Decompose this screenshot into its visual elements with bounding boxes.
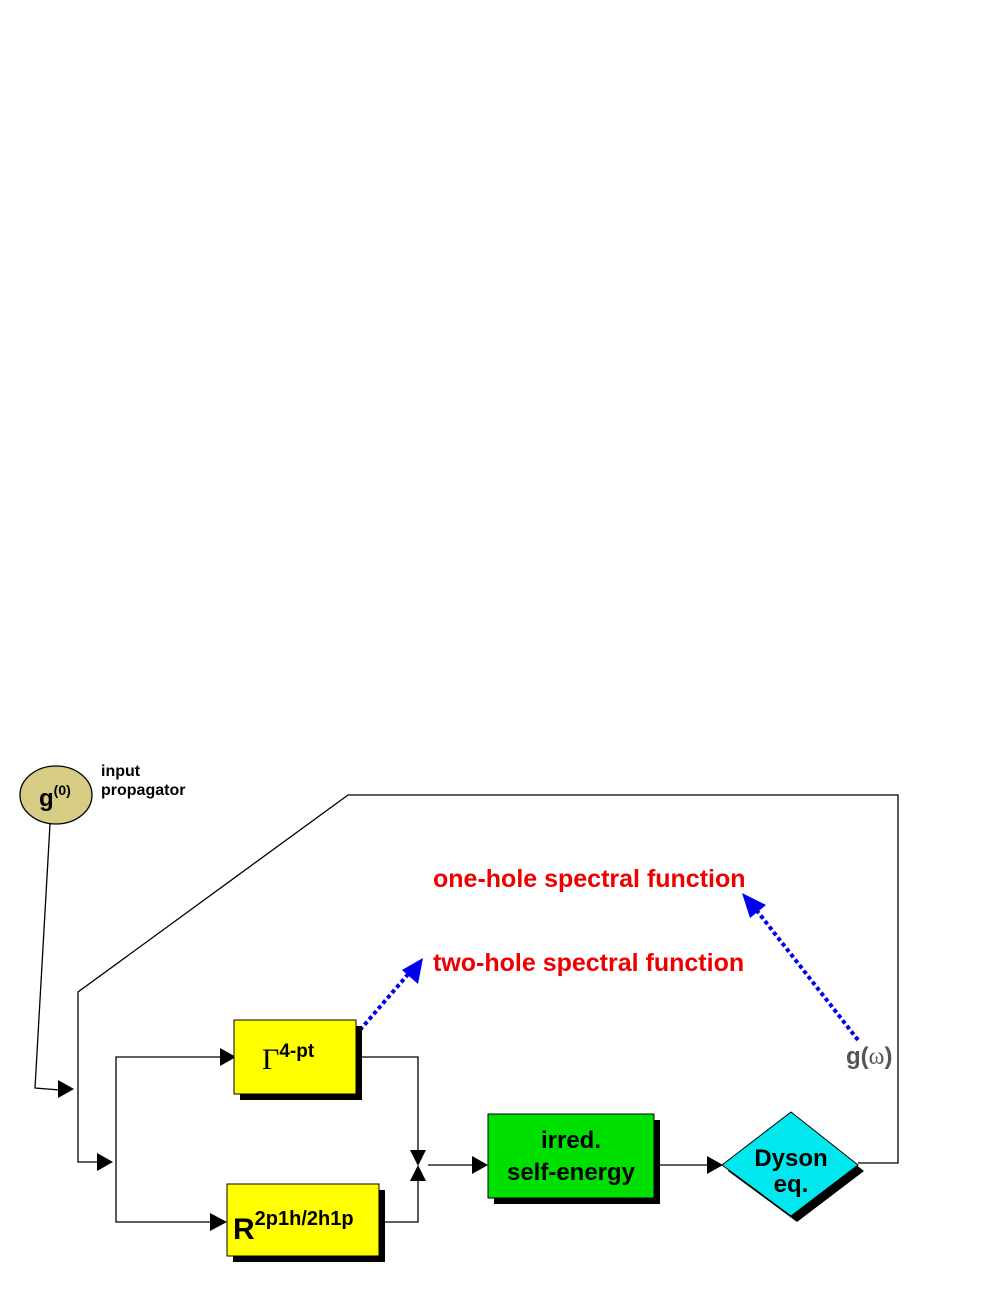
feedback-loop-line xyxy=(77,794,899,1164)
arrowhead-gamma xyxy=(220,1048,236,1066)
branch-line xyxy=(115,1056,222,1162)
arrowhead-branch xyxy=(97,1153,113,1171)
input-caption-line2: propagator xyxy=(101,782,185,799)
input-node-main: g xyxy=(39,785,54,812)
dyson-line1: Dyson xyxy=(754,1145,827,1172)
self-energy-rect xyxy=(487,1113,655,1199)
two-hole-label: two-hole spectral function xyxy=(433,949,744,977)
gamma-box-sup: 4-pt xyxy=(279,1041,315,1062)
arrowhead-merge-top xyxy=(410,1150,426,1166)
dotted-arrow-one-hole xyxy=(752,905,860,1042)
dotted-arrows xyxy=(358,893,860,1042)
arrowhead-selfenergy xyxy=(472,1156,488,1174)
self-energy-line1: irred. xyxy=(541,1127,601,1154)
input-node: g(0) input propagator xyxy=(19,763,185,825)
arrowhead-r xyxy=(210,1213,227,1231)
gamma-box: Γ4-pt xyxy=(233,1019,362,1100)
arrowhead-dyson xyxy=(707,1156,723,1174)
svg-text:g(0): g(0) xyxy=(39,782,71,812)
dyson-line2: eq. xyxy=(774,1171,809,1198)
dyson-node: Dyson eq. xyxy=(721,1111,864,1222)
svg-text:R2p1h/2h1p: R2p1h/2h1p xyxy=(233,1208,354,1246)
svg-text:Γ4-pt: Γ4-pt xyxy=(262,1041,315,1076)
gamma-box-rect xyxy=(233,1019,357,1095)
r-box-main: R xyxy=(233,1213,255,1246)
self-energy-box: irred. self-energy xyxy=(487,1113,660,1204)
output-close: ) xyxy=(884,1043,892,1070)
arrowhead-junction xyxy=(58,1080,74,1098)
dotted-arrowhead-two-hole xyxy=(402,958,423,984)
gamma-box-symbol: Γ xyxy=(262,1043,279,1076)
input-node-sup: (0) xyxy=(54,782,71,798)
input-node-ellipse xyxy=(19,765,93,825)
dyson-diamond xyxy=(721,1111,859,1217)
output-g-omega: g(ω) xyxy=(846,1043,892,1070)
branch-line-lower xyxy=(115,1162,215,1223)
one-hole-label: one-hole spectral function xyxy=(433,865,746,893)
connector-lines xyxy=(34,794,899,1223)
arrowheads xyxy=(58,1048,723,1231)
output-omega: ω xyxy=(869,1044,885,1070)
output-g: g( xyxy=(846,1043,869,1070)
r-box-sup: 2p1h/2h1p xyxy=(255,1208,354,1230)
gamma-to-merge-line xyxy=(356,1056,419,1152)
r-to-merge-line xyxy=(384,1178,419,1223)
dotted-arrowhead-one-hole xyxy=(742,893,766,918)
dotted-arrow-two-hole xyxy=(358,970,412,1032)
r-box-rect xyxy=(226,1183,380,1257)
input-caption-line1: input xyxy=(101,763,141,780)
self-energy-line2: self-energy xyxy=(507,1159,636,1186)
arrowhead-merge-bottom xyxy=(410,1165,426,1181)
input-to-junction-line xyxy=(34,823,61,1091)
r-box: R2p1h/2h1p xyxy=(226,1183,385,1262)
